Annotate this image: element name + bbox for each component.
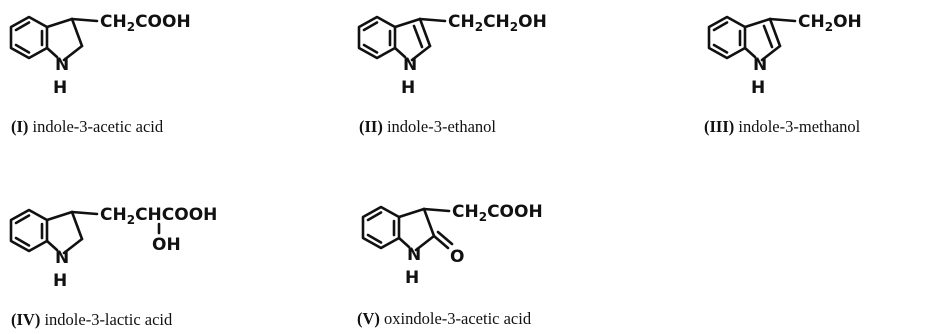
hydroxyl-label: OH bbox=[152, 235, 181, 255]
substituent-bond bbox=[70, 17, 99, 23]
hydrogen-atom: H bbox=[405, 268, 419, 288]
five-membered-ring bbox=[45, 210, 84, 255]
structure-oxindole-3-acetic-acid: O CH2COOH N H bbox=[352, 190, 612, 295]
nitrogen-atom: N bbox=[55, 55, 69, 75]
five-membered-ring bbox=[397, 207, 436, 252]
caption-compound-I: (I) indole-3-acetic acid bbox=[11, 117, 164, 136]
substituent-bond bbox=[70, 210, 99, 216]
five-membered-ring bbox=[743, 17, 782, 62]
nitrogen-atom: N bbox=[407, 245, 421, 265]
hydrogen-atom: H bbox=[53, 78, 67, 98]
substituent-bond bbox=[418, 17, 447, 23]
five-membered-ring bbox=[393, 17, 432, 62]
substituent-label: CH2CHCOOH bbox=[100, 205, 217, 227]
carbonyl-bond-outer bbox=[432, 234, 450, 250]
substituent-label: CH2CH2OH bbox=[448, 12, 547, 34]
nitrogen-atom: N bbox=[753, 55, 767, 75]
benzene-ring bbox=[361, 205, 401, 250]
benzene-ring bbox=[707, 15, 747, 60]
hydrogen-atom: H bbox=[751, 78, 765, 98]
caption-compound-V: (V) oxindole-3-acetic acid bbox=[357, 309, 532, 328]
structure-indole-3-lactic-acid: CH2CHCOOH OH N H bbox=[0, 193, 300, 298]
structure-indole-3-ethanol: CH2CH2OH N H bbox=[348, 0, 608, 105]
benzene-ring bbox=[9, 15, 49, 60]
five-membered-ring bbox=[45, 17, 84, 62]
substituent-bond bbox=[422, 207, 451, 213]
carbonyl-bond-inner bbox=[436, 230, 454, 246]
substituent-label: CH2COOH bbox=[100, 12, 191, 34]
substituent-label: CH2COOH bbox=[452, 202, 543, 224]
caption-compound-II: (II) indole-3-ethanol bbox=[359, 117, 497, 136]
nitrogen-atom: N bbox=[55, 248, 69, 268]
benzene-ring bbox=[9, 208, 49, 253]
nitrogen-atom: N bbox=[403, 55, 417, 75]
hydrogen-atom: H bbox=[401, 78, 415, 98]
caption-compound-IV: (IV) indole-3-lactic acid bbox=[11, 310, 173, 329]
structure-indole-3-acetic-acid: CH2COOH N H bbox=[0, 0, 260, 105]
structure-indole-3-methanol: CH2OH N H bbox=[698, 0, 925, 105]
substituent-bond bbox=[768, 17, 797, 23]
hydrogen-atom: H bbox=[53, 271, 67, 291]
benzene-ring bbox=[357, 15, 397, 60]
carbonyl-oxygen: O bbox=[450, 247, 464, 267]
caption-compound-III: (III) indole-3-methanol bbox=[704, 117, 861, 136]
substituent-label: CH2OH bbox=[798, 12, 862, 34]
